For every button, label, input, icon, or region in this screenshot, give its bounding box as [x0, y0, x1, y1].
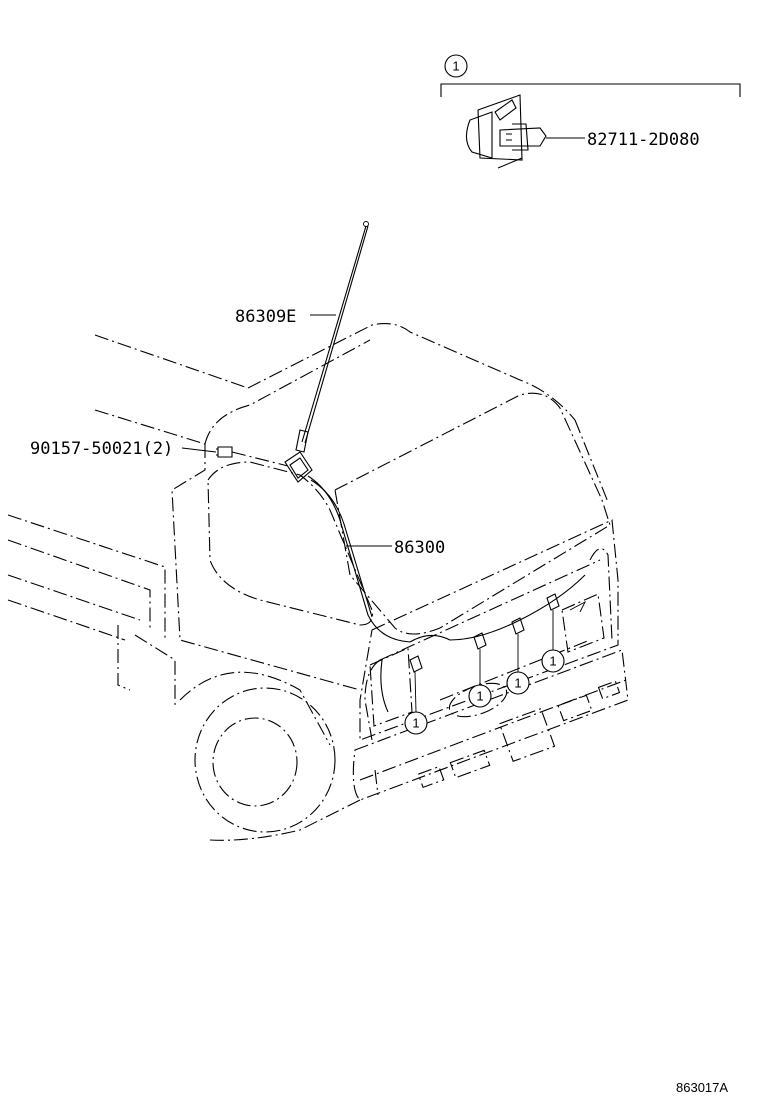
- callout-circle-1: [404, 711, 428, 735]
- clip-inset: 1 82711-2D080: [440, 54, 741, 169]
- antenna-tip: [363, 221, 369, 227]
- cable-clip-4: [546, 593, 560, 611]
- callout-circle-4: [541, 649, 565, 673]
- clip-icon: [465, 94, 547, 169]
- cable-clip-1: [409, 655, 423, 673]
- antenna-rod-part-number: 86309E: [235, 307, 296, 327]
- figure-code: 863017A: [676, 1080, 728, 1095]
- clip-part-number: 82711-2D080: [587, 130, 700, 150]
- callout-circle-3: [506, 671, 530, 695]
- antenna-assy-part-number: 86300: [394, 538, 445, 558]
- bolt-icon: [216, 446, 289, 467]
- inset-callout-circle: [444, 54, 468, 78]
- callout-number-1: 1: [412, 716, 419, 731]
- antenna-base-icon: [284, 451, 313, 483]
- callout-circle-2: [468, 684, 492, 708]
- clip-callouts: 1 1 1 1: [404, 610, 565, 735]
- inset-callout-number: 1: [452, 59, 459, 74]
- cable-clip-3: [511, 617, 525, 635]
- antenna-rod: [301, 225, 367, 443]
- callout-number-2: 1: [476, 689, 483, 704]
- antenna-assembly: [284, 221, 587, 713]
- callout-number-4: 1: [549, 654, 556, 669]
- bolt-leader: [181, 447, 217, 453]
- truck-outline: [7, 323, 629, 841]
- antenna-cable: [307, 475, 411, 643]
- inset-bracket: [440, 83, 741, 97]
- cable-clip-2: [473, 632, 487, 650]
- callout-number-3: 1: [514, 676, 521, 691]
- bolt-part-number: 90157-50021(2): [30, 439, 173, 459]
